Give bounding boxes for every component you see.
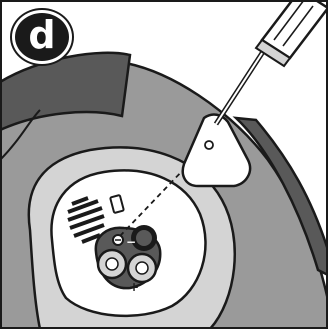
- polarity-minus-label: −: [126, 235, 136, 249]
- step-badge: d: [12, 10, 72, 64]
- polarity-plus-label: +: [129, 280, 139, 294]
- screwdriver-icon: [216, 0, 328, 124]
- screw-icon: [113, 235, 123, 245]
- step-letter: d: [28, 16, 55, 54]
